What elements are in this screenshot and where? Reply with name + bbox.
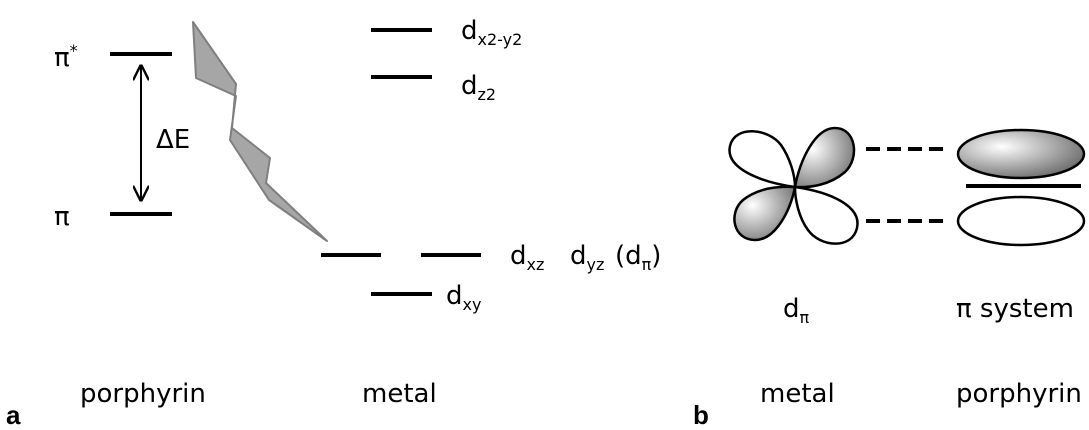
porphyrin-label-a: porphyrin	[80, 379, 206, 409]
d-pi-group-label: (dπ)	[615, 241, 662, 274]
d-xy-label: dxy	[446, 281, 482, 314]
metal-label-a: metal	[362, 379, 437, 409]
panel-letter-b: b	[693, 400, 709, 430]
lobe-lower-left	[733, 185, 797, 242]
lobe-upper-left	[728, 130, 797, 189]
excitation-bolt-icon	[192, 21, 328, 242]
delta-e-label: ΔE	[156, 125, 191, 155]
pi-system-label: π system	[956, 294, 1074, 324]
porphyrin-label-b: porphyrin	[956, 379, 1082, 409]
d-pi-label: dπ	[783, 294, 810, 327]
d-z2-label: dz2	[461, 71, 497, 104]
lobe-upper-right	[793, 126, 856, 189]
panel-letter-a: a	[6, 400, 21, 430]
d-yz-label: dyz	[570, 241, 605, 274]
lobe-lower-right	[793, 185, 859, 245]
metal-label-b: metal	[760, 379, 835, 409]
d-xz-label: dxz	[510, 241, 545, 274]
pi-system-lower-lobe	[956, 195, 1086, 247]
d-x2y2-label: dx2-y2	[461, 16, 523, 49]
pi-star-label: π*	[54, 41, 78, 73]
pi-label: π	[54, 202, 70, 232]
pi-system-upper-lobe	[956, 128, 1086, 180]
d-pi-orbital	[728, 126, 859, 245]
